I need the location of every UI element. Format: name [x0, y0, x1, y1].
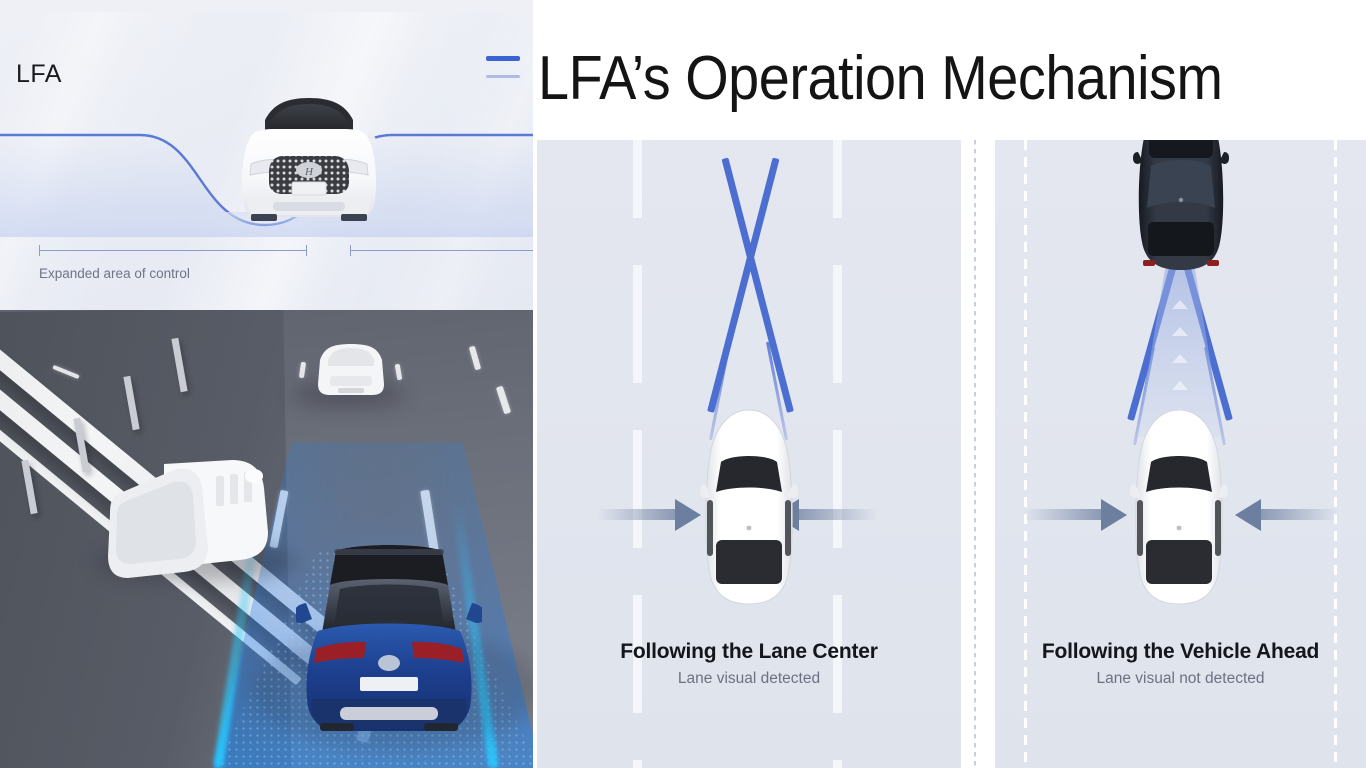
lane-detection-ray-left — [707, 157, 780, 413]
top-strip — [0, 0, 534, 12]
measure-bar-icon — [0, 240, 534, 260]
lane-marking — [633, 265, 642, 383]
expanded-area-label: Expanded area of control — [39, 266, 190, 281]
panel-lane-center: Following the Lane Center Lane visual de… — [537, 140, 961, 768]
lane-marking — [833, 140, 842, 218]
page-indicator-inactive[interactable] — [486, 75, 520, 78]
car-front-icon: H — [239, 86, 379, 234]
panel-subcaption: Lane visual detected — [677, 670, 821, 687]
lane-marking — [633, 430, 642, 548]
white-car-ahead — [306, 338, 396, 400]
centering-arrow-left — [1023, 497, 1135, 531]
lfa-label: LFA — [16, 60, 62, 88]
ego-vehicle-top-view — [1129, 408, 1229, 608]
centering-arrow-right — [1227, 497, 1339, 531]
page-indicators[interactable] — [486, 56, 520, 92]
white-van — [104, 458, 282, 588]
lane-marking-dashed-left — [1024, 140, 1027, 768]
panel-subcaption: Lane visual not detected — [1096, 670, 1265, 687]
panel-gap-left — [961, 140, 974, 768]
tracking-chevron — [1172, 300, 1188, 309]
lane-marking — [833, 430, 842, 548]
panel-caption: Following the Vehicle Ahead — [1041, 640, 1320, 663]
page-title: LFA’s Operation Mechanism — [538, 44, 1223, 113]
centering-arrow-left — [597, 497, 709, 531]
page-indicator-active[interactable] — [486, 56, 520, 61]
tracking-chevron — [1172, 327, 1188, 336]
panel-caption-block: Following the Vehicle Ahead Lane visual … — [995, 640, 1366, 688]
highway-driving-scene — [0, 310, 534, 768]
lane-marking — [633, 140, 642, 218]
panel-divider — [974, 140, 976, 768]
ego-vehicle-blue — [292, 541, 486, 741]
lane-marking — [833, 760, 842, 768]
lane-marking — [833, 595, 842, 713]
lead-vehicle-top-view — [1133, 140, 1229, 272]
main-content: LFA’s Operation Mechanism — [533, 0, 1366, 768]
title-band: LFA’s Operation Mechanism — [533, 18, 1366, 140]
lane-marking-dashed-right — [1334, 140, 1337, 768]
panel-gap-right — [976, 140, 995, 768]
panel-vehicle-ahead: Following the Vehicle Ahead Lane visual … — [995, 140, 1366, 768]
lfa-illustration-card: LFA — [0, 12, 534, 310]
lane-marking — [633, 760, 642, 768]
lane-detection-ray-right — [721, 157, 794, 413]
lane-marking — [633, 595, 642, 713]
ego-vehicle-top-view — [699, 408, 799, 608]
tracking-chevron — [1172, 381, 1188, 390]
diagram-panels: Following the Lane Center Lane visual de… — [533, 140, 1366, 768]
tracking-chevron — [1172, 354, 1188, 363]
svg-text:H: H — [304, 166, 314, 178]
panel-caption-block: Following the Lane Center Lane visual de… — [537, 640, 961, 688]
panel-caption: Following the Lane Center — [620, 640, 878, 663]
left-column: LFA — [0, 0, 534, 768]
lane-marking — [833, 265, 842, 383]
